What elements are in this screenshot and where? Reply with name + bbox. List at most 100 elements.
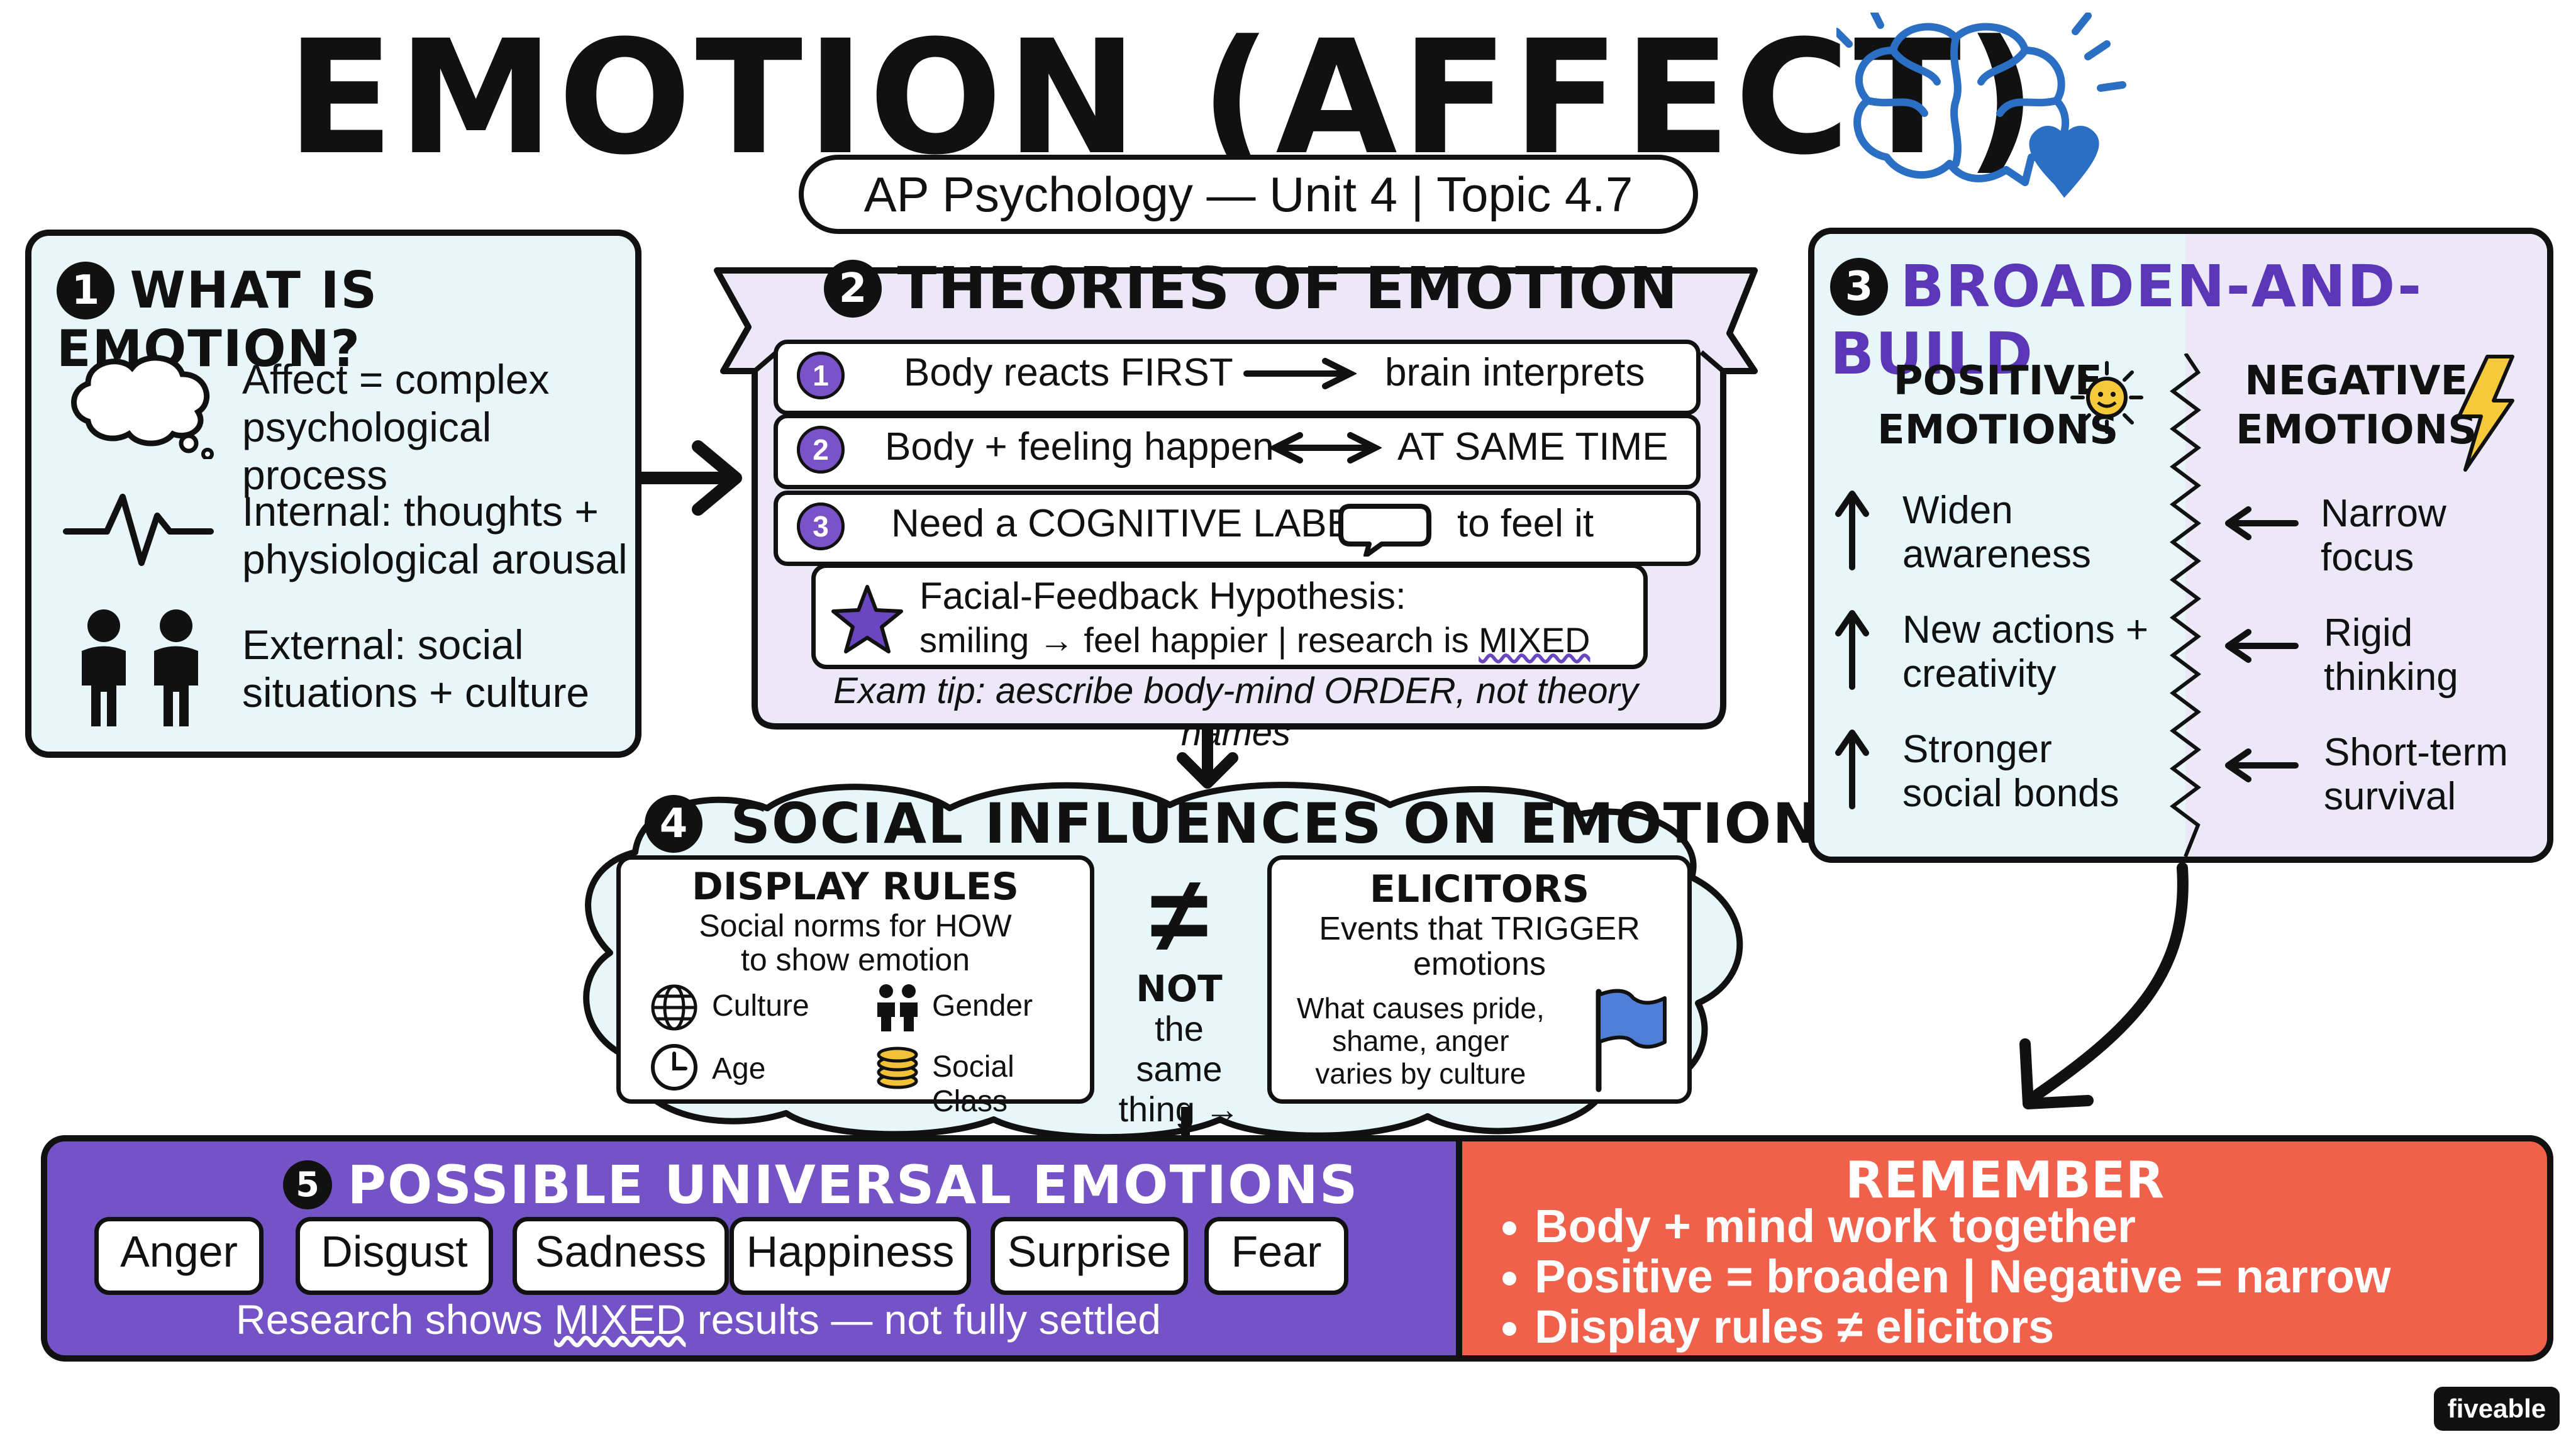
- globe-icon: [651, 984, 697, 1031]
- theory-right-text: AT SAME TIME: [1397, 425, 1668, 469]
- remember-box: REMEMBER Body + mind work together Posit…: [1456, 1135, 2553, 1362]
- remember-point: Display rules ≠ elicitors: [1535, 1302, 2390, 1352]
- star-icon: [831, 585, 903, 653]
- heading-line: POSITIVE: [1893, 358, 2102, 404]
- positive-item-2: New actions +creativity: [1902, 608, 2148, 696]
- emotion-chip-fear: Fear: [1204, 1217, 1348, 1295]
- remember-point: Body + mind work together: [1535, 1201, 2390, 1252]
- emotion-chip-disgust: Disgust: [296, 1217, 493, 1295]
- card-desc: Events that TRIGGER: [1319, 911, 1640, 947]
- coins-icon: [877, 1046, 918, 1089]
- text-line: External: social: [242, 621, 524, 668]
- section-title: THEORIES OF EMOTION: [897, 255, 1679, 322]
- ffh-text: smiling → feel happier | research is: [919, 620, 1469, 660]
- speech-bubble-icon: [1338, 504, 1431, 557]
- flag-icon: [1596, 989, 1667, 1092]
- arrow-down-icon: [1177, 723, 1238, 789]
- arrow-right-icon: [635, 440, 742, 516]
- up-arrow-icon: [1835, 730, 1869, 809]
- remember-list: Body + mind work together Positive = bro…: [1503, 1201, 2390, 1352]
- section-number: 5: [283, 1160, 332, 1209]
- text-line: focus: [2321, 536, 2414, 579]
- section-title: SOCIAL INFLUENCES ON EMOTION: [730, 791, 1820, 856]
- text-line: thinking: [2324, 655, 2458, 699]
- footnote-text: Research shows: [236, 1296, 543, 1343]
- left-arrow-icon: [2225, 629, 2299, 663]
- text-line: NOT: [1136, 967, 1223, 1010]
- card-desc: Social norms for HOW: [699, 908, 1012, 943]
- card-desc: to show emotion: [740, 942, 970, 977]
- emotion-chip-anger: Anger: [94, 1217, 264, 1295]
- brand-logo: fiveable: [2434, 1387, 2560, 1431]
- positive-heading: POSITIVE EMOTIONS: [1877, 357, 2118, 455]
- text-line: creativity: [1902, 652, 2057, 696]
- text-line: psychological process: [242, 404, 492, 498]
- theory-right-text: brain interprets: [1385, 351, 1645, 394]
- exam-tip: Exam tip: aescribe body-mind ORDER, not …: [833, 670, 1638, 753]
- text-line: Internal: thoughts +: [242, 488, 599, 535]
- text-line: Stronger: [1902, 728, 2052, 771]
- heading-line: EMOTIONS: [1877, 407, 2119, 453]
- text-line: situations + culture: [242, 669, 590, 716]
- facial-feedback-box: Facial-Feedback Hypothesis: smiling → fe…: [811, 564, 1648, 669]
- text-line: Short-term: [2324, 731, 2508, 774]
- thought-bubble-icon: [71, 355, 214, 459]
- brain-heart-icon: [1836, 13, 2126, 198]
- heading-line: EMOTIONS: [2236, 407, 2477, 453]
- clock-icon: [651, 1044, 697, 1091]
- remember-title: REMEMBER: [1845, 1151, 2165, 1209]
- definition-text: Affect = complex psychological process: [242, 355, 635, 499]
- factor-label: Culture: [712, 989, 809, 1023]
- card-title: DISPLAY RULES: [692, 865, 1019, 909]
- factor-label: Age: [712, 1052, 766, 1085]
- curved-arrow-icon: [2019, 862, 2189, 1109]
- people-icon: [877, 984, 918, 1031]
- text-line: survival: [2324, 775, 2457, 818]
- emotion-chip-sadness: Sadness: [513, 1217, 729, 1295]
- left-arrow-icon: [2225, 506, 2299, 540]
- left-arrow-icon: [2225, 748, 2299, 782]
- section-broaden-and-build: 3 BROADEN-AND-BUILD POSITIVE EMOTIONS NE…: [1808, 228, 2553, 863]
- theory-left-text: Body + feeling happen: [885, 425, 1274, 469]
- elicitors-card: ELICITORS Events that TRIGGER emotions W…: [1267, 855, 1692, 1104]
- text-line: Narrow: [2321, 492, 2446, 535]
- subtitle: AP Psychology — Unit 4 | Topic 4.7: [799, 155, 1698, 234]
- section-number: 3: [1830, 257, 1888, 316]
- footnote-mixed: MIXED: [554, 1296, 686, 1343]
- emotion-chip-surprise: Surprise: [991, 1217, 1188, 1295]
- section-title: POSSIBLE UNIVERSAL EMOTIONS: [347, 1154, 1359, 1216]
- people-icon: [82, 609, 198, 726]
- theory-row-2: 2 Body + feeling happen AT SAME TIME: [774, 414, 1701, 489]
- section-what-is-emotion: 1 WHAT IS EMOTION? Affect = complex psyc…: [25, 230, 641, 758]
- section-number: 2: [824, 259, 882, 318]
- theory-number: 2: [797, 425, 845, 474]
- card-title: ELICITORS: [1369, 867, 1590, 911]
- text-line: shame, anger: [1332, 1024, 1509, 1057]
- text-line: awareness: [1902, 533, 2091, 576]
- double-arrow-icon: [1269, 432, 1382, 464]
- not-equal-icon: ≠: [1150, 855, 1209, 975]
- ffh-line: smiling → feel happier | research is MIX…: [919, 619, 1591, 660]
- positive-panel: [1814, 234, 2185, 857]
- zigzag-divider: [2170, 353, 2201, 857]
- display-rules-card: DISPLAY RULES Social norms for HOW to sh…: [616, 855, 1094, 1118]
- text-line: Rigid: [2324, 611, 2413, 655]
- internal-text: Internal: thoughts + physiological arous…: [242, 487, 628, 583]
- theory-row-1: 1 Body reacts FIRST brain interprets: [774, 340, 1701, 415]
- section-title: BROADEN-AND-BUILD: [1830, 253, 2423, 387]
- section-number: 4: [645, 794, 702, 853]
- lightning-icon: [2457, 355, 2514, 472]
- footnote: Research shows MIXED results — not fully…: [236, 1296, 1161, 1343]
- external-text: External: social situations + culture: [242, 621, 589, 716]
- section-universal-emotions: 5 POSSIBLE UNIVERSAL EMOTIONS Anger Disg…: [41, 1135, 1468, 1362]
- up-arrow-icon: [1835, 491, 1869, 570]
- text-line: Widen: [1902, 489, 2013, 532]
- elicitors-example: What causes pride, shame, anger varies b…: [1297, 992, 1545, 1090]
- text-line: the same: [1136, 1009, 1223, 1089]
- not-same-label: ≠ NOT the same thing →: [1107, 862, 1252, 1130]
- text-line: varies by culture: [1315, 1057, 1526, 1090]
- theory-number: 3: [797, 502, 845, 550]
